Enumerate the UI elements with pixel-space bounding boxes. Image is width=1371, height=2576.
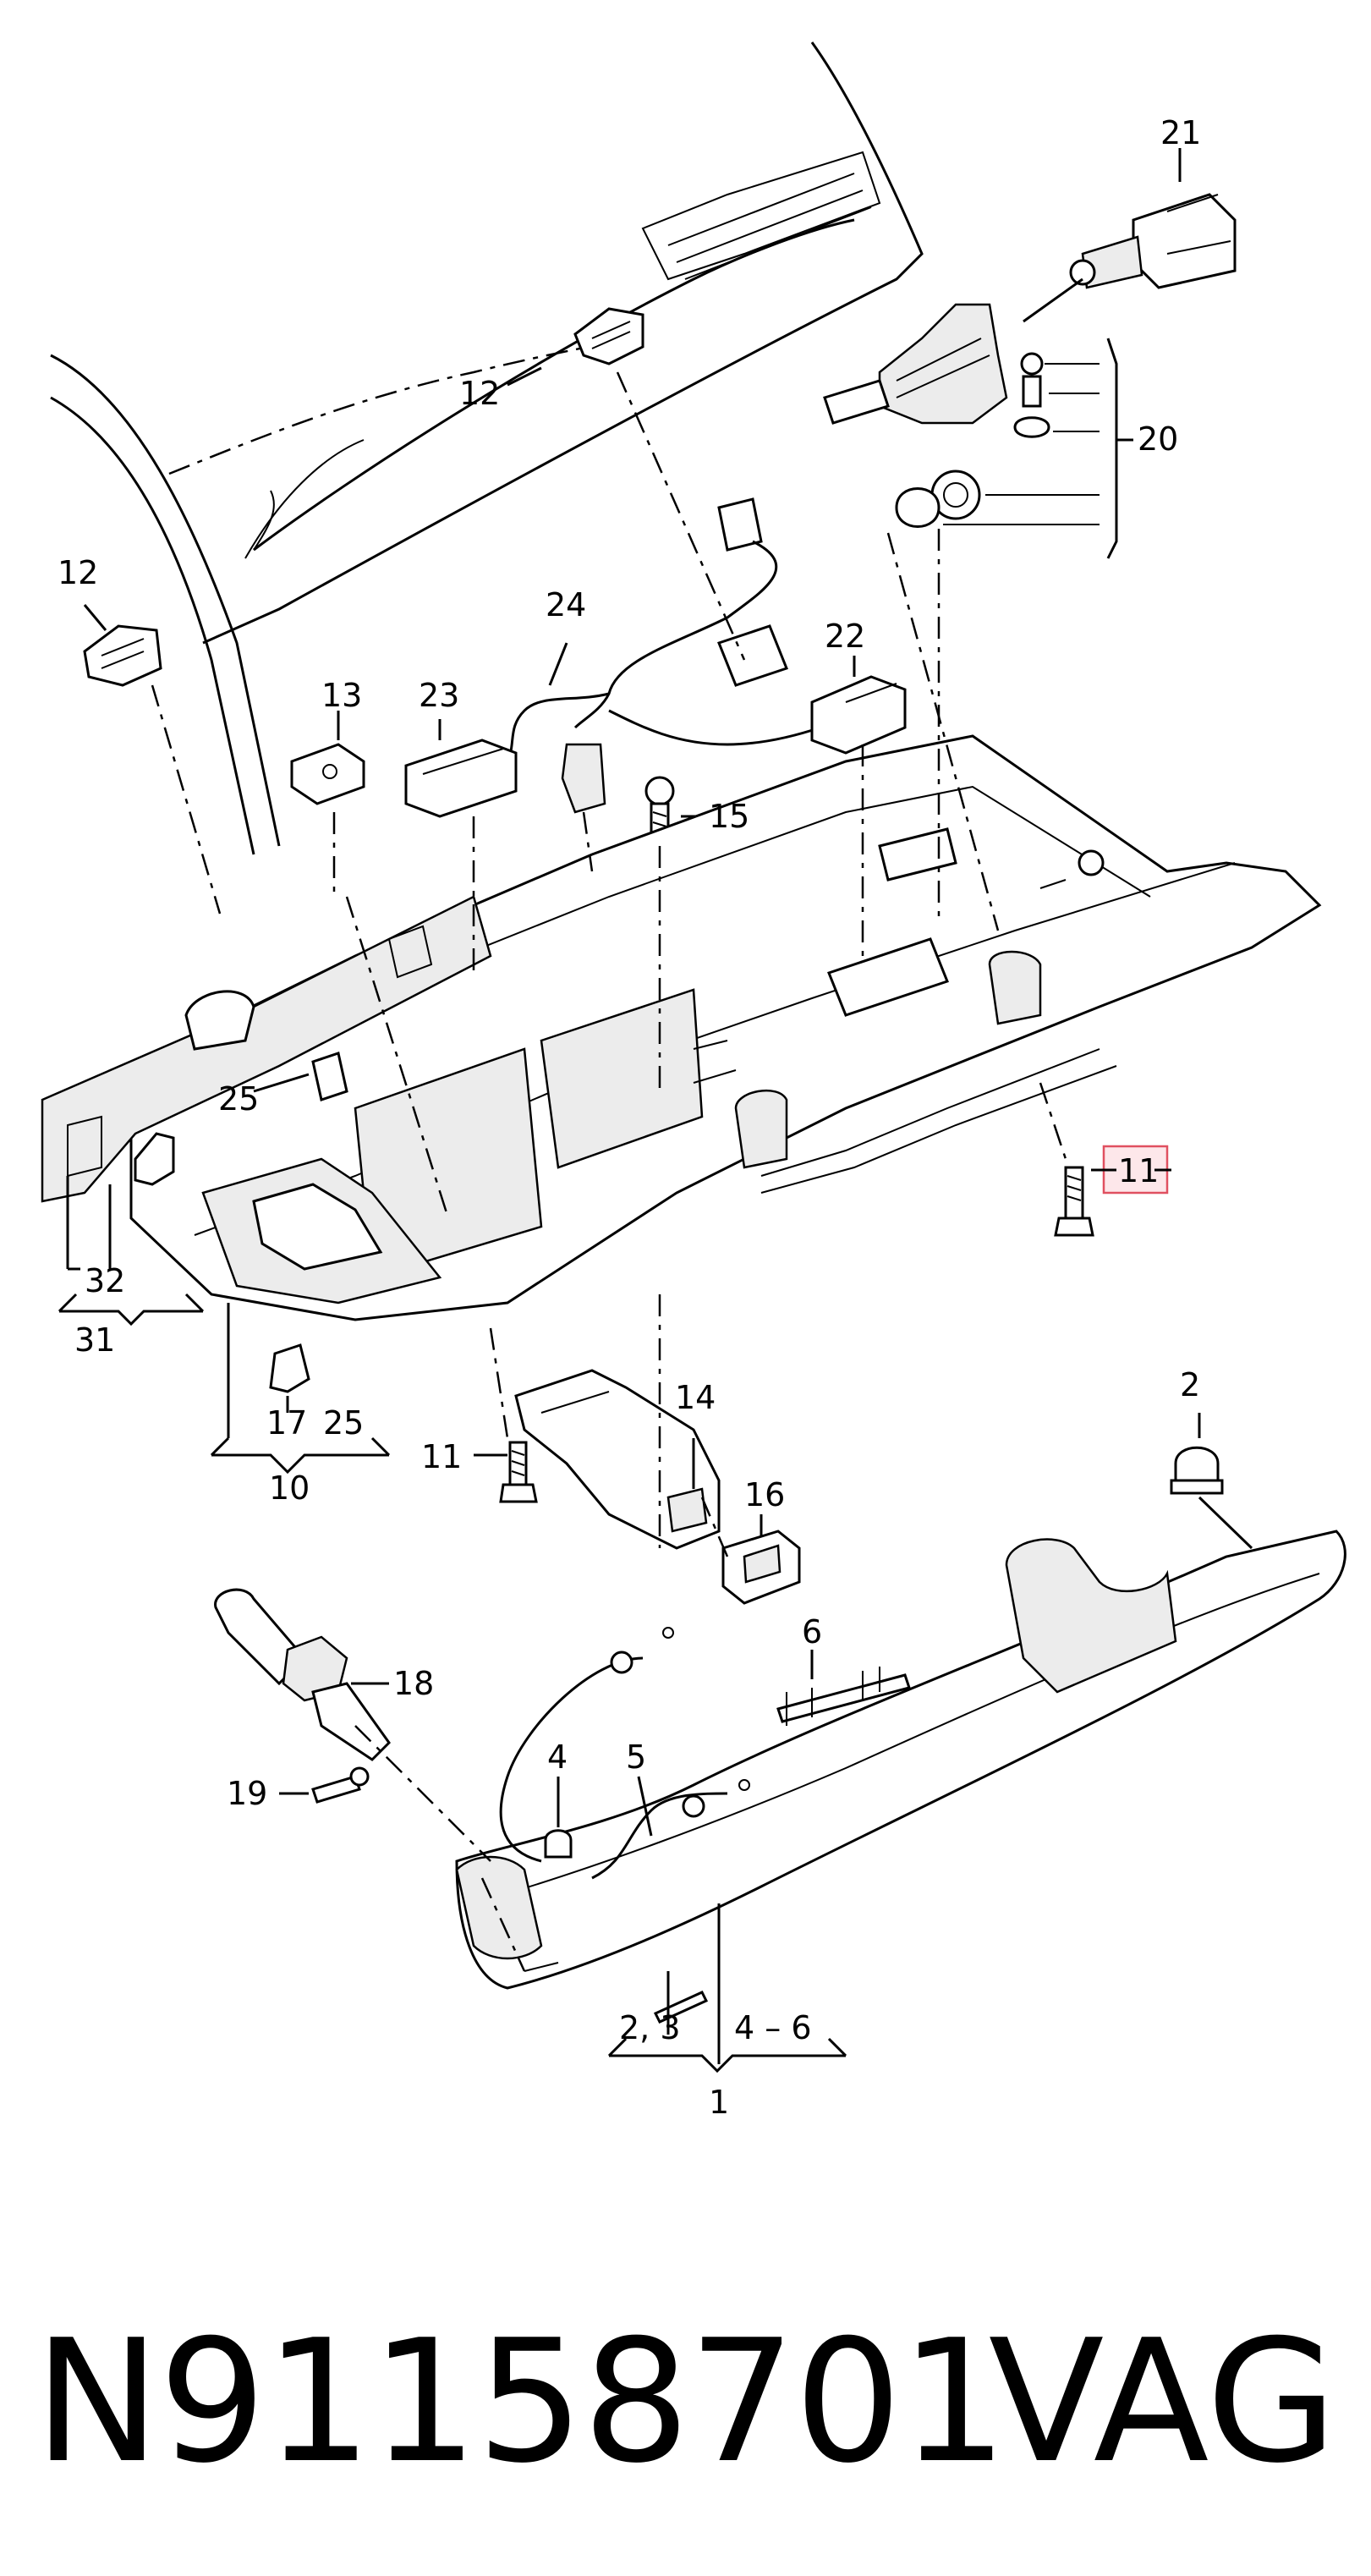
callout-10: 10 (269, 1469, 310, 1507)
callout-4: 4 (547, 1738, 568, 1776)
bumper-4 (544, 1829, 573, 1859)
callout-24: 24 (546, 586, 586, 623)
callout-13: 13 (321, 677, 362, 714)
clip-13 (290, 711, 365, 805)
brand-name: VAG (988, 2304, 1337, 2501)
clip-12-upper (573, 307, 644, 365)
lock-cylinder-21 (1023, 148, 1237, 323)
callout-12-upper: 12 (459, 375, 500, 412)
callout-22: 22 (825, 618, 865, 655)
clip-17 (269, 1343, 310, 1393)
clip-25-upper (311, 1052, 348, 1101)
wiring-harness-24 (506, 497, 821, 814)
callout-labels: 21 12 20 12 24 22 13 23 15 25 11 32 31 1… (58, 114, 1201, 2121)
glovebox-lid-1 (455, 1530, 1346, 1990)
bracket-14 (514, 1369, 721, 1550)
callout-16: 16 (744, 1476, 785, 1513)
callout-12-left: 12 (58, 554, 98, 591)
hinge-6 (776, 1667, 911, 1726)
callout-4-6: 4 – 6 (734, 2009, 812, 2046)
callout-21: 21 (1160, 114, 1201, 151)
callout-11-lower: 11 (421, 1438, 462, 1475)
switch-16 (721, 1530, 801, 1605)
pin-19 (279, 1766, 370, 1804)
callout-20: 20 (1138, 420, 1178, 458)
callout-6: 6 (802, 1613, 822, 1651)
lock-assembly-20 (823, 303, 1133, 559)
dashboard-outline (50, 41, 924, 855)
callout-leaders (58, 366, 1171, 2073)
parts-exploded-diagram: 21 12 20 12 24 22 13 23 15 25 11 32 31 1… (41, 41, 1346, 2121)
connector-22 (810, 660, 907, 755)
callout-23: 23 (419, 677, 459, 714)
callout-11-highlighted: 11 (1118, 1152, 1159, 1189)
callout-25-lower: 25 (323, 1404, 364, 1442)
callout-1: 1 (709, 2084, 729, 2121)
bumper-2 (1170, 1413, 1253, 1550)
part-number: N91158701 (34, 2304, 1008, 2501)
bolt-11-lower (474, 1441, 538, 1503)
clip-12-left (83, 624, 162, 687)
cable-5 (499, 1627, 750, 1880)
footer-caption: N91158701 VAG (0, 2284, 1371, 2538)
dash-dot-leaders (151, 371, 1067, 1862)
callout-25-upper: 25 (218, 1080, 259, 1118)
callout-18: 18 (393, 1665, 434, 1702)
callout-17: 17 (266, 1404, 307, 1442)
callout-5: 5 (626, 1738, 646, 1776)
callout-2: 2 (1180, 1366, 1200, 1403)
latch-handle-18 (214, 1588, 391, 1761)
connector-23 (404, 719, 518, 818)
callout-14: 14 (675, 1379, 716, 1416)
callout-32: 32 (85, 1262, 125, 1299)
callout-15: 15 (709, 798, 749, 835)
callout-2-3: 2, 3 (619, 2009, 681, 2046)
callout-19: 19 (227, 1775, 267, 1812)
callout-31: 31 (74, 1321, 115, 1359)
glovebox-housing-10 (129, 734, 1322, 1321)
trim-panel-31 (41, 895, 492, 1203)
